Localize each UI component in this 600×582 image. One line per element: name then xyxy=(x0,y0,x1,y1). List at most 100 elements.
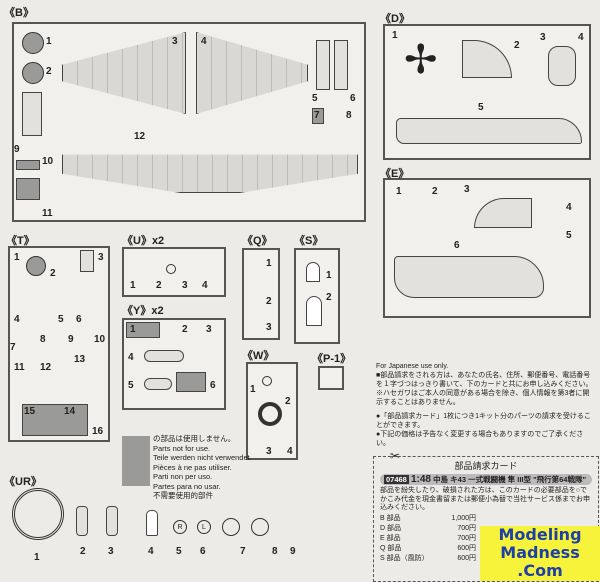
price-value: 700円 xyxy=(457,534,476,542)
sprue-e-label: 《E》 xyxy=(380,168,410,180)
part-number: 2 xyxy=(326,292,332,303)
part-number: 9 xyxy=(68,334,74,345)
part xyxy=(144,350,184,362)
part-number: 10 xyxy=(94,334,106,345)
part-number: 5 xyxy=(312,93,318,104)
part xyxy=(144,378,172,390)
note: ■部品請求をされる方は、あなたの氏名、住所、郵便番号、電話番号を１字づつはっきり… xyxy=(376,372,593,388)
sprue-b-label: 《B》 xyxy=(4,7,34,19)
part-number: 4 xyxy=(578,32,584,43)
part xyxy=(80,250,94,272)
canopy-part xyxy=(306,262,320,282)
part-number: 4 xyxy=(148,546,154,557)
part xyxy=(251,518,269,536)
part-number: 12 xyxy=(134,131,146,142)
part-number: 6 xyxy=(76,314,82,325)
price-value: 600円 xyxy=(457,554,476,562)
part xyxy=(334,40,348,90)
part-number: 3 xyxy=(266,446,272,457)
engine-part xyxy=(26,256,46,276)
part xyxy=(12,488,64,540)
part-number: 6 xyxy=(350,93,356,104)
price-part: S 部品（風防） xyxy=(380,554,429,562)
not-used-text: 不需要使用的部件 xyxy=(153,491,213,500)
part xyxy=(258,402,282,426)
engine-part xyxy=(22,32,44,54)
part-number: 3 xyxy=(206,324,212,335)
part-number: 3 xyxy=(464,184,470,195)
sprue-s-label: 《S》 xyxy=(294,235,324,247)
part xyxy=(22,404,88,436)
part-number: 1 xyxy=(250,384,256,395)
card-intro: 部品を紛失したり、破損された方は、このカードの必要部品を○でかこみ代金を現金書留… xyxy=(380,487,590,511)
part xyxy=(312,108,324,124)
part-number: 1 xyxy=(130,324,136,335)
part-number: 3 xyxy=(266,322,272,333)
price-row: Q 部品 600円 xyxy=(380,544,476,554)
price-value: 1,000円 xyxy=(451,514,476,522)
not-used-text: Partes para no usar. xyxy=(153,481,221,491)
part xyxy=(16,178,40,200)
sprue-ur-label: 《UR》 xyxy=(4,476,42,488)
part-number: 1 xyxy=(392,30,398,41)
part xyxy=(166,264,176,274)
price-row: S 部品（風防） 600円 xyxy=(380,554,476,564)
part xyxy=(316,40,330,90)
part-number: 1 xyxy=(326,270,332,281)
part-number: 1 xyxy=(266,258,272,269)
part-number: 16 xyxy=(92,426,104,437)
engine-part xyxy=(22,62,44,84)
part-number: 2 xyxy=(156,280,162,291)
sprue-w-label: 《W》 xyxy=(242,350,275,362)
part xyxy=(176,372,206,392)
part xyxy=(16,160,40,170)
sprue-q-label: 《Q》 xyxy=(242,235,273,247)
part-number: 3 xyxy=(540,32,546,43)
part-number: 9 xyxy=(14,144,20,155)
kit-name: 中島 キ43 一式戦闘機 隼 III型 "飛行第64戦隊" xyxy=(433,475,587,484)
card-title: 部品請求カード xyxy=(454,461,518,471)
part-number: 12 xyxy=(40,362,52,373)
part-number: 2 xyxy=(80,546,86,557)
watermark-line: Modeling xyxy=(498,525,582,544)
price-value: 700円 xyxy=(457,524,476,532)
not-used-swatch xyxy=(122,436,150,486)
part xyxy=(106,506,118,536)
part-number: 15 xyxy=(24,406,36,417)
part-number: 1 xyxy=(396,186,402,197)
part-number: 5 xyxy=(176,546,182,557)
note: ※ハセガワはご本人の同意がある場合を除き、個人情報を第3者に開示することはありま… xyxy=(376,390,590,406)
part-number: 8 xyxy=(346,110,352,121)
price-value: 600円 xyxy=(457,544,476,552)
watermark-logo: Modeling Madness .Com xyxy=(480,526,600,581)
fuselage-half xyxy=(396,118,582,144)
part xyxy=(548,46,576,86)
part-number: 4 xyxy=(566,202,572,213)
sprue-q xyxy=(242,248,280,340)
part-number: 9 xyxy=(290,546,296,557)
part-number: 4 xyxy=(202,280,208,291)
not-used-text: Teile werden nicht verwendet. xyxy=(153,453,252,462)
part-number: 7 xyxy=(240,546,246,557)
part-number: 6 xyxy=(210,380,216,391)
note: ●下記の価格は予告なく変更する場合もありますのでご了承ください。 xyxy=(376,431,584,447)
cockpit-part xyxy=(22,92,42,136)
note: For Japanese use only. xyxy=(376,363,449,370)
parts-request-card: 部品請求カード 07468 1:48 中島 キ43 一式戦闘機 隼 III型 "… xyxy=(373,456,599,582)
part-number: 13 xyxy=(74,354,86,365)
part-number: 4 xyxy=(14,314,20,325)
part-number: 6 xyxy=(200,546,206,557)
sprue-y-label: 《Y》x2 xyxy=(122,305,164,317)
part-number: 7 xyxy=(314,110,320,121)
price-row: B 部品 1,000円 xyxy=(380,514,476,524)
part xyxy=(126,322,160,338)
part-number: 5 xyxy=(128,380,134,391)
price-part: B 部品 xyxy=(380,514,401,522)
kit-scale: 1:48 xyxy=(410,474,431,485)
part-number: 10 xyxy=(42,156,54,167)
price-part: Q 部品 xyxy=(380,544,402,552)
part-number: 2 xyxy=(514,40,520,51)
part-number: 3 xyxy=(98,252,104,263)
